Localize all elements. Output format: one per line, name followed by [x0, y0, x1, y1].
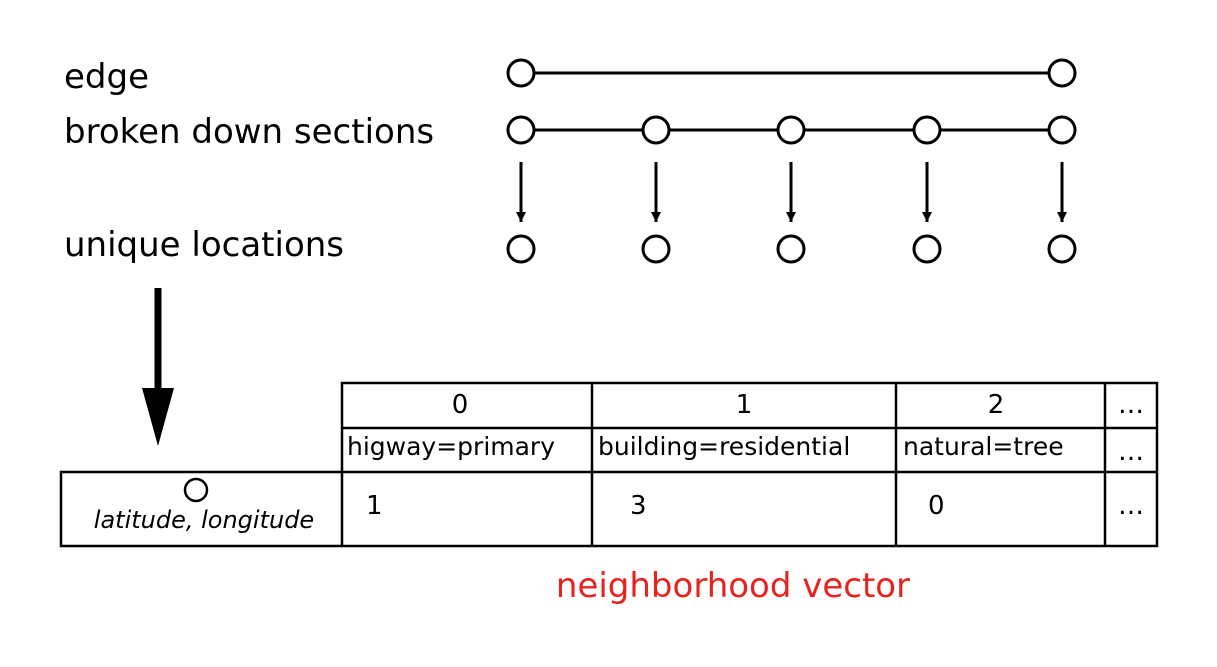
table-value-cell: 0 — [928, 491, 945, 521]
table-frame — [340, 381, 1159, 548]
edge-start-node — [506, 58, 536, 88]
location-node — [1047, 234, 1077, 264]
edge-row — [506, 58, 1077, 88]
table-tag-cell: building=residential — [598, 432, 850, 461]
point-cell — [59, 470, 342, 548]
table-tag-cell: higway=primary — [347, 432, 555, 461]
section-node — [776, 115, 806, 145]
table-value-cell: 1 — [366, 491, 383, 521]
location-node — [912, 234, 942, 264]
edge-end-node — [1047, 58, 1077, 88]
section-node — [1047, 115, 1077, 145]
table-value-cell: 3 — [630, 491, 647, 521]
table-index-cell: 2 — [988, 390, 1005, 420]
table-index-cell: 1 — [736, 390, 753, 420]
location-node — [641, 234, 671, 264]
table-tag-cell: natural=tree — [903, 432, 1064, 461]
edge-label: edge — [64, 57, 149, 97]
mapping-arrows — [516, 162, 1067, 222]
section-node — [912, 115, 942, 145]
section-node — [641, 115, 671, 145]
table-tag-cell: … — [1118, 437, 1144, 467]
sections-label: broken down sections — [64, 112, 434, 152]
big-down-arrow-icon — [142, 288, 174, 446]
location-node — [776, 234, 806, 264]
location-point-node — [183, 477, 209, 503]
section-node — [506, 115, 536, 145]
locations-row — [506, 234, 1077, 264]
table-index-cell: 0 — [452, 390, 469, 420]
latlon-label: latitude, longitude — [94, 506, 314, 534]
neighborhood-table: 0 1 2 … higway=primary building=resident… — [59, 381, 1159, 548]
neighborhood-vector-caption: neighborhood vector — [556, 566, 910, 606]
sections-row — [506, 115, 1077, 145]
locations-label: unique locations — [64, 225, 344, 265]
table-value-cell: … — [1118, 491, 1144, 521]
location-node — [506, 234, 536, 264]
table-index-cell: … — [1118, 390, 1144, 420]
